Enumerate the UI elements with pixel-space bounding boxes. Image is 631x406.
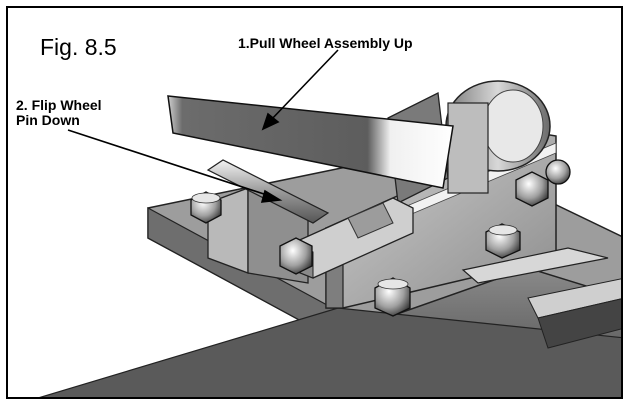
assembly-illustration [39,49,621,397]
bolt-center [485,223,521,259]
wheel-assembly-bar [167,95,454,189]
callout-pull-wheel-assembly: 1.Pull Wheel Assembly Up [238,35,413,51]
figure-number: Fig. 8.5 [40,34,117,60]
bolt-left-upper [190,191,222,224]
callout-arrow-1 [261,49,339,131]
bolt-right-top [515,159,571,207]
wheel-pin [206,159,330,224]
figure-frame: Fig. 8.5 1.Pull Wheel Assembly Up 2. Fli… [6,6,623,399]
callout-flip-wheel-pin-line2: Pin Down [16,111,80,128]
callout-arrow-2 [67,129,283,203]
callout-flip-wheel-pin: 2. Flip Wheel Pin Down [16,98,102,127]
callout-flip-wheel-pin-line1: 2. Flip Wheel [16,97,102,113]
bolt-lower [374,277,411,317]
bolt-pin-end [279,237,313,275]
